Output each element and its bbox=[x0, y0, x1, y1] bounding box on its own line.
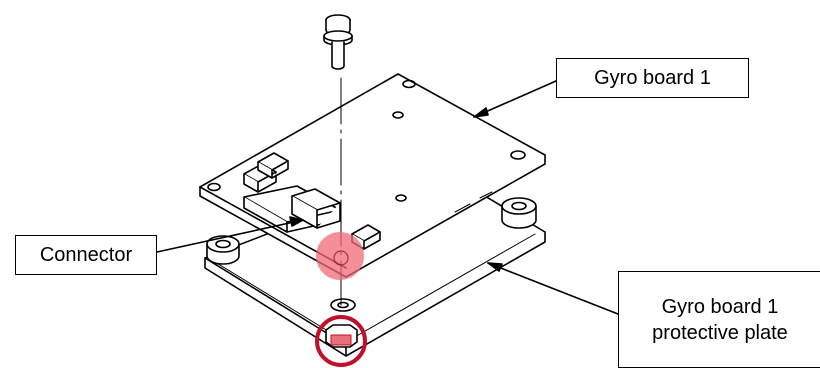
gyro-board-label: Gyro board 1 bbox=[556, 58, 749, 98]
screw-icon bbox=[323, 14, 353, 70]
small-component bbox=[243, 163, 277, 193]
protective-plate-label: Gyro board 1 protective plate bbox=[618, 271, 820, 368]
leader-protective-plate bbox=[487, 262, 619, 315]
protective-plate-label-line2: protective plate bbox=[652, 321, 788, 344]
leader-connector bbox=[156, 216, 304, 253]
standoff-right bbox=[501, 197, 537, 229]
screw-hole-highlight-center bbox=[333, 250, 349, 266]
leader-gyro-board bbox=[473, 80, 557, 118]
screw-hole-highlight bbox=[316, 232, 364, 280]
protective-plate-label-line1: Gyro board 1 bbox=[661, 295, 779, 318]
connector bbox=[243, 185, 341, 233]
connector-label-text: Connector bbox=[39, 244, 133, 266]
gyro-board bbox=[199, 73, 546, 278]
connector-label: Connector bbox=[15, 235, 157, 275]
gyro-board-label-text: Gyro board 1 bbox=[594, 67, 711, 89]
small-component bbox=[257, 152, 289, 179]
hex-nut-icon bbox=[325, 324, 358, 348]
nut-highlight-ring bbox=[315, 315, 367, 367]
